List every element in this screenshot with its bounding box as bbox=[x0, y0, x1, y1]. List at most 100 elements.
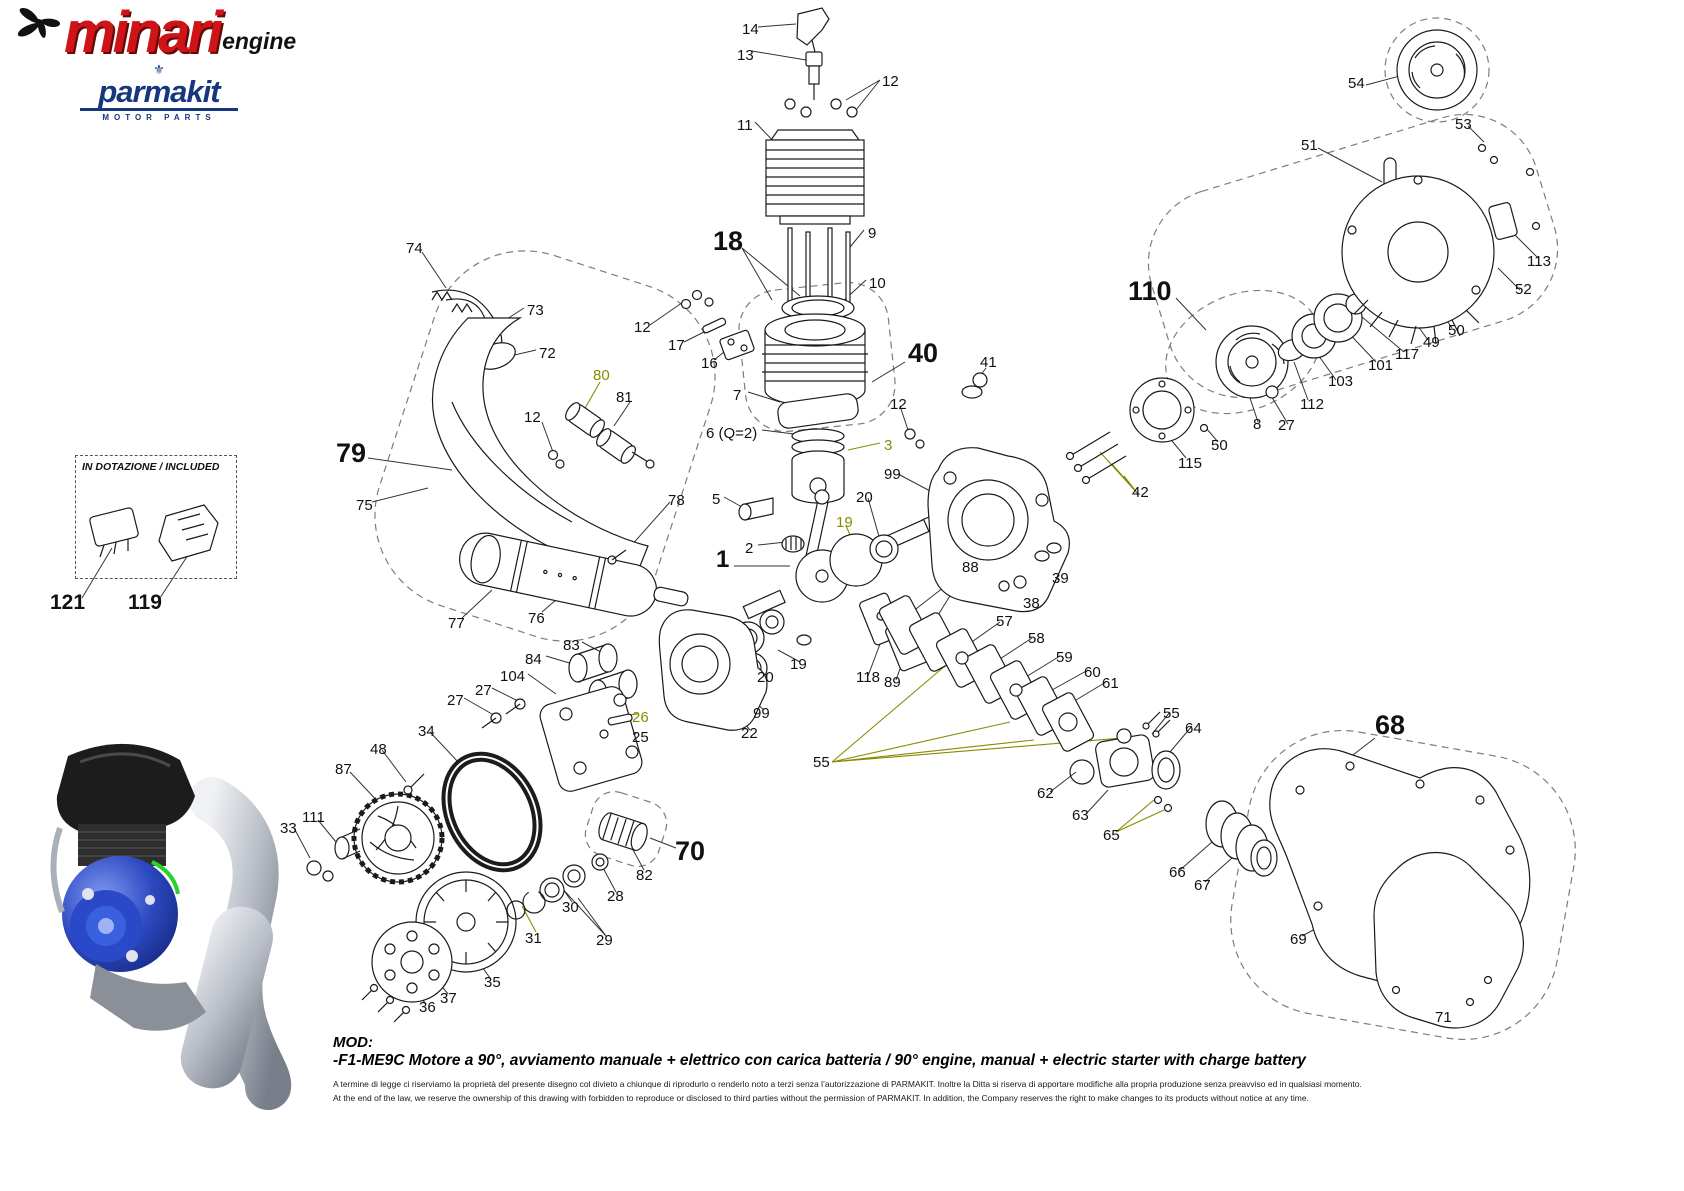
part-label-78: 78 bbox=[668, 492, 685, 509]
part-label-115: 115 bbox=[1178, 455, 1202, 472]
part-label-50: 50 bbox=[1448, 322, 1465, 339]
part-label-27: 27 bbox=[447, 692, 464, 709]
part-label-29: 29 bbox=[596, 932, 613, 949]
brand-name: minari bbox=[64, 0, 223, 65]
part-label-117: 117 bbox=[1395, 346, 1419, 363]
piston-pin-part bbox=[738, 497, 774, 521]
head-nuts-part bbox=[784, 98, 858, 118]
part-label-13: 13 bbox=[737, 47, 754, 64]
parmakit-emblem-icon: ⚜ bbox=[153, 62, 165, 78]
part-label-39: 39 bbox=[1052, 570, 1069, 587]
part-label-64: 64 bbox=[1185, 720, 1202, 737]
part-label-18: 18 bbox=[713, 226, 744, 256]
footer-block: MOD: -F1-ME9C Motore a 90°, avviamento m… bbox=[333, 1034, 1433, 1106]
part-label-48: 48 bbox=[370, 741, 387, 758]
propeller-icon bbox=[17, 8, 61, 39]
part-label-41: 41 bbox=[980, 354, 997, 371]
part-label-20: 20 bbox=[856, 489, 873, 506]
part-label-119: 119 bbox=[128, 591, 162, 614]
part-label-28: 28 bbox=[607, 888, 624, 905]
part-label-59: 59 bbox=[1056, 649, 1073, 666]
flywheel-rotor-part bbox=[1215, 325, 1289, 399]
part-label-3: 3 bbox=[884, 437, 893, 454]
part-label-67: 67 bbox=[1194, 877, 1211, 894]
part-label-42: 42 bbox=[1132, 484, 1149, 501]
part-label-104: 104 bbox=[500, 668, 526, 685]
washers-bearings-part bbox=[506, 853, 609, 920]
part-label-27: 27 bbox=[475, 682, 492, 699]
part-label-36: 36 bbox=[419, 999, 436, 1016]
sub-brand-name: parmakit bbox=[80, 76, 238, 112]
conrod-needle-bearing-part bbox=[781, 535, 805, 553]
crankcase-half-right-part bbox=[927, 447, 1070, 613]
spark-plug-part bbox=[805, 51, 823, 100]
part-label-83: 83 bbox=[563, 637, 580, 654]
part-label-79: 79 bbox=[336, 438, 367, 468]
part-label-51: 51 bbox=[1301, 137, 1318, 154]
silencer-part bbox=[459, 532, 689, 617]
part-label-53: 53 bbox=[1455, 116, 1472, 133]
part-label-61: 61 bbox=[1102, 675, 1119, 692]
mod-label: MOD: bbox=[333, 1034, 373, 1051]
crankcase-half-left-part bbox=[658, 609, 768, 731]
engine-mount-part bbox=[481, 643, 643, 792]
part-label-63: 63 bbox=[1072, 807, 1089, 824]
part-label-14: 14 bbox=[742, 21, 759, 38]
part-label-1: 1 bbox=[716, 546, 730, 573]
spark-plug-cap-part bbox=[796, 7, 830, 53]
part-label-111: 111 bbox=[302, 809, 325, 826]
part-label-22: 22 bbox=[741, 725, 758, 742]
part-label-88: 88 bbox=[962, 559, 979, 576]
included-connector-part bbox=[158, 504, 219, 562]
part-label-81: 81 bbox=[616, 389, 633, 406]
belt-part bbox=[441, 751, 543, 873]
part-label-89: 89 bbox=[884, 674, 901, 691]
part-label-101: 101 bbox=[1368, 357, 1394, 374]
starter-pulley-part bbox=[598, 812, 648, 852]
part-label-73: 73 bbox=[527, 302, 544, 319]
part-label-62: 62 bbox=[1037, 785, 1054, 802]
part-label-60: 60 bbox=[1084, 664, 1101, 681]
part-label-118: 118 bbox=[856, 669, 880, 686]
part-label-26: 26 bbox=[632, 709, 649, 726]
part-label-68: 68 bbox=[1375, 710, 1406, 740]
head-gasket-part bbox=[781, 295, 855, 321]
part-label-34: 34 bbox=[418, 723, 435, 740]
included-parts-box: IN DOTAZIONE / INCLUDED bbox=[75, 455, 237, 579]
part-label-30: 30 bbox=[562, 899, 579, 916]
part-label-74: 74 bbox=[406, 240, 423, 257]
part-label-33: 33 bbox=[280, 820, 297, 837]
part-label-12: 12 bbox=[634, 319, 651, 336]
part-label-12: 12 bbox=[524, 409, 541, 426]
part-label-65: 65 bbox=[1103, 827, 1120, 844]
included-cdi-part bbox=[89, 507, 139, 558]
part-label-82: 82 bbox=[636, 867, 653, 884]
base-gasket-part bbox=[777, 393, 859, 429]
reed-valve-stack-part bbox=[878, 595, 1095, 752]
part-label-55: 55 bbox=[813, 754, 830, 771]
part-label-31: 31 bbox=[525, 930, 542, 947]
fan-cover-part bbox=[1341, 175, 1495, 345]
part-label-110: 110 bbox=[1128, 276, 1172, 306]
starter-cup-part bbox=[1396, 29, 1478, 111]
driven-pulley-part bbox=[351, 791, 445, 885]
part-label-10: 10 bbox=[869, 275, 886, 292]
intake-bellows-part bbox=[1205, 800, 1278, 877]
part-label-77: 77 bbox=[448, 615, 465, 632]
sub-brand-tagline: MOTOR PARTS bbox=[102, 113, 216, 123]
dowel-and-plate-part bbox=[680, 289, 755, 361]
part-label-72: 72 bbox=[539, 345, 556, 362]
part-label-103: 103 bbox=[1328, 373, 1354, 390]
part-label-38: 38 bbox=[1023, 595, 1040, 612]
part-label-20: 20 bbox=[757, 669, 774, 686]
part-label-12: 12 bbox=[882, 73, 899, 90]
carburettor-part bbox=[1069, 711, 1181, 813]
part-label-57: 57 bbox=[996, 613, 1013, 630]
part-label-6-Q-2: 6 (Q=2) bbox=[706, 425, 758, 442]
part-label-50: 50 bbox=[1211, 437, 1228, 454]
stator-plate-part bbox=[1129, 377, 1209, 443]
part-label-35: 35 bbox=[484, 974, 501, 991]
piston-rings-part bbox=[791, 428, 845, 455]
